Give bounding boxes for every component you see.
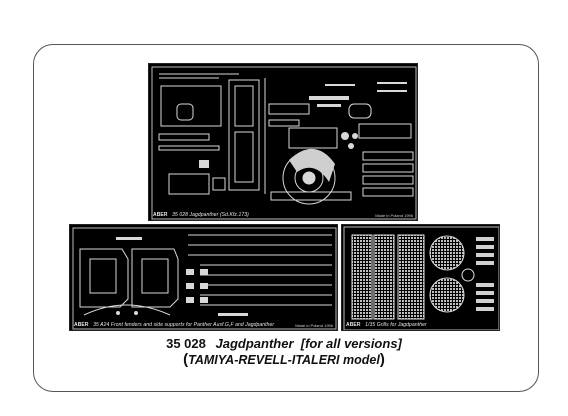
main-sheet-description: Jagdpanther (Sd.Kfz.173) (189, 212, 249, 218)
grill-sheet-parts (343, 226, 499, 330)
product-name: Jagdpanther [for all versions] (215, 336, 402, 351)
product-subtitle: (TAMIYA-REVELL-ITALERI model) (0, 351, 568, 368)
main-sheet-note: Made in Poland 1996 (375, 213, 413, 218)
fender-sheet-label: ABER 35 A24 Front fenders and side suppo… (74, 322, 274, 328)
subtitle-close-paren: ) (379, 351, 385, 368)
fender-sheet-brand: ABER (74, 322, 89, 328)
photo-etch-sheet-fenders: ABER 35 A24 Front fenders and side suppo… (69, 224, 338, 331)
grill-sheet-label: ABER 1/35 Grills for Jagdpanther (346, 322, 427, 328)
main-sheet-label: ABER 35 028 Jagdpanther (Sd.Kfz.173) (153, 212, 249, 218)
photo-etch-sheet-grills: ABER 1/35 Grills for Jagdpanther (341, 224, 500, 331)
product-title: 35 028 Jagdpanther [for all versions] (0, 336, 568, 351)
main-sheet-parts (151, 66, 417, 220)
photo-etch-sheet-main: ABER 35 028 Jagdpanther (Sd.Kfz.173) Mad… (148, 63, 418, 221)
fender-sheet-description: Front fenders and side supports for Pant… (110, 322, 275, 328)
fender-sheet-parts (72, 227, 337, 330)
fender-sheet-note: Made in Poland 1996 (295, 323, 333, 328)
product-number: 35 028 (166, 336, 206, 351)
grill-sheet-brand: ABER (346, 322, 361, 328)
grill-sheet-description: Grills for Jagdpanther (376, 322, 427, 328)
subtitle-open-paren: ( (183, 351, 189, 368)
compatible-models: TAMIYA-REVELL-ITALERI model (188, 353, 380, 367)
grill-sheet-code: 1/35 (365, 322, 376, 328)
main-sheet-brand: ABER (153, 212, 168, 218)
main-sheet-code: 35 028 (172, 212, 188, 218)
fender-sheet-code: 35 A24 (93, 322, 110, 328)
